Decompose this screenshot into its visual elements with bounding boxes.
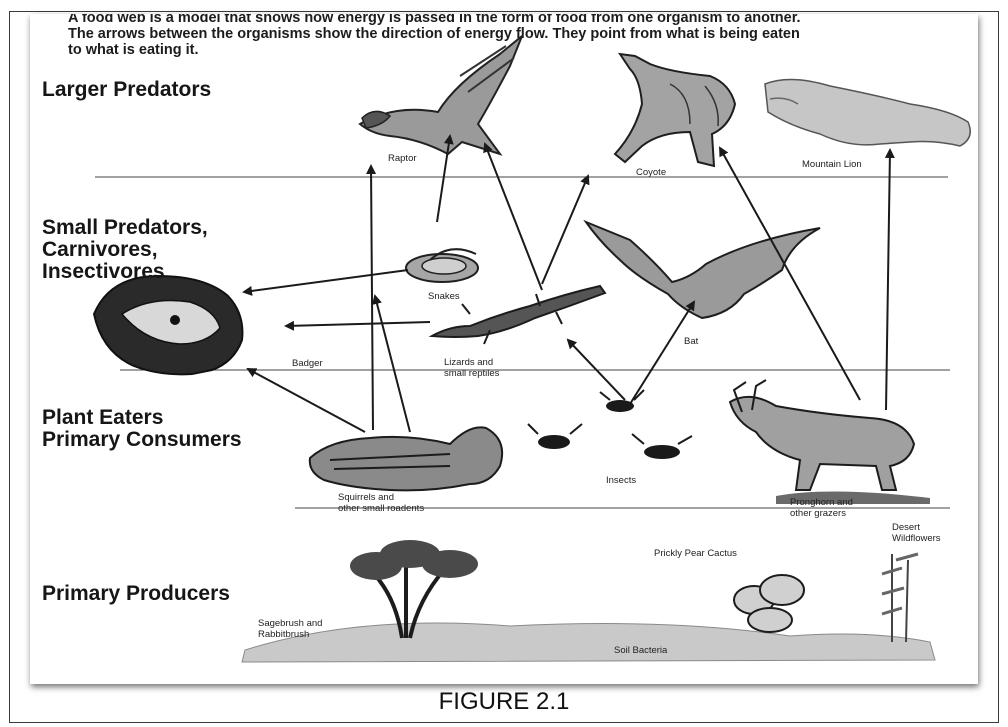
label-wildflowers-2: Wildflowers	[892, 534, 941, 545]
level-heading-small-predators-1: Small Predators,	[42, 216, 208, 240]
arrow-lizard-to-badger	[286, 322, 430, 326]
label-raptor: Raptor	[388, 154, 417, 165]
label-coyote: Coyote	[636, 168, 666, 179]
label-sagebrush-1: Sagebrush and	[258, 619, 322, 630]
label-mountain-lion: Mountain Lion	[802, 160, 862, 171]
level-heading-small-predators-3: Insectivores	[42, 260, 165, 284]
label-soil-bacteria: Soil Bacteria	[614, 646, 667, 657]
arrow-lizard-to-coyote	[542, 176, 588, 284]
label-wildflowers-1: Desert	[892, 523, 920, 534]
label-insects: Insects	[606, 476, 636, 487]
wildflowers-illustration	[882, 554, 918, 642]
food-web-card: A food web is a model that shows how ene…	[30, 14, 978, 684]
arrow-squirrel-to-raptor	[371, 166, 373, 430]
snake-illustration	[406, 249, 478, 282]
label-snakes: Snakes	[428, 292, 460, 303]
pronghorn-illustration	[730, 380, 930, 504]
level-heading-larger-predators: Larger Predators	[42, 78, 211, 102]
figure-caption: FIGURE 2.1	[0, 688, 1008, 716]
arrow-lizard-to-raptor	[485, 144, 542, 290]
arrow-insects-to-bat	[630, 302, 694, 404]
label-bat: Bat	[684, 337, 698, 348]
label-badger: Badger	[292, 359, 323, 370]
raptor-illustration	[360, 36, 522, 154]
coyote-illustration	[615, 54, 735, 166]
arrow-snake-to-badger	[244, 270, 408, 292]
label-prickly-pear: Prickly Pear Cactus	[654, 549, 737, 560]
mountain-lion-illustration	[765, 79, 970, 146]
level-heading-plant-eaters-2: Primary Consumers	[42, 428, 242, 452]
ground-illustration	[242, 623, 935, 662]
label-lizards-1: Lizards and	[444, 358, 493, 369]
label-squirrels-1: Squirrels and	[338, 493, 394, 504]
label-pronghorn-1: Pronghorn and	[790, 498, 853, 509]
badger-illustration	[94, 276, 242, 374]
prickly-pear-illustration	[734, 575, 804, 632]
bat-illustration	[586, 222, 820, 318]
level-heading-producers: Primary Producers	[42, 582, 230, 606]
label-lizards-2: small reptiles	[444, 369, 499, 380]
squirrel-illustration	[310, 427, 502, 490]
arrow-squirrel-to-badger	[248, 369, 365, 432]
level-heading-plant-eaters-1: Plant Eaters	[42, 406, 163, 430]
intro-line-2: The arrows between the organisms show th…	[68, 26, 800, 42]
label-sagebrush-2: Rabbitbrush	[258, 630, 309, 641]
arrow-squirrel-to-snake	[375, 296, 410, 432]
label-squirrels-2: other small roadents	[338, 504, 424, 515]
arrow-pronghorn-to-lion	[886, 150, 890, 410]
intro-line-3: to what is eating it.	[68, 42, 199, 58]
level-heading-small-predators-2: Carnivores,	[42, 238, 158, 262]
insects-illustration	[528, 390, 692, 459]
intro-line-1: A food web is a model that shows how ene…	[68, 14, 801, 26]
label-pronghorn-2: other grazers	[790, 509, 846, 520]
